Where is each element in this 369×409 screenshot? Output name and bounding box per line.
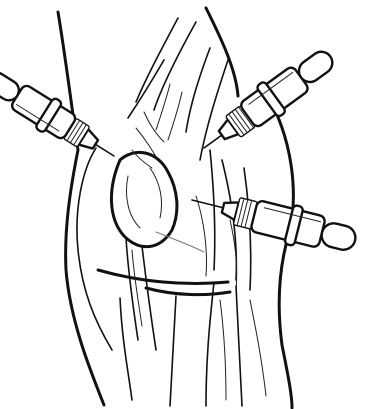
patellar-tendon [120,238,156,400]
joint-line-band [98,270,230,295]
quadriceps-tendon [128,18,228,160]
needle-middle-right [192,200,223,208]
tibia-shaft [170,282,266,406]
patella [111,150,176,247]
needle-upper-right [204,135,222,148]
needle-upper-left [95,144,114,156]
syringe-upper-left [0,62,124,171]
